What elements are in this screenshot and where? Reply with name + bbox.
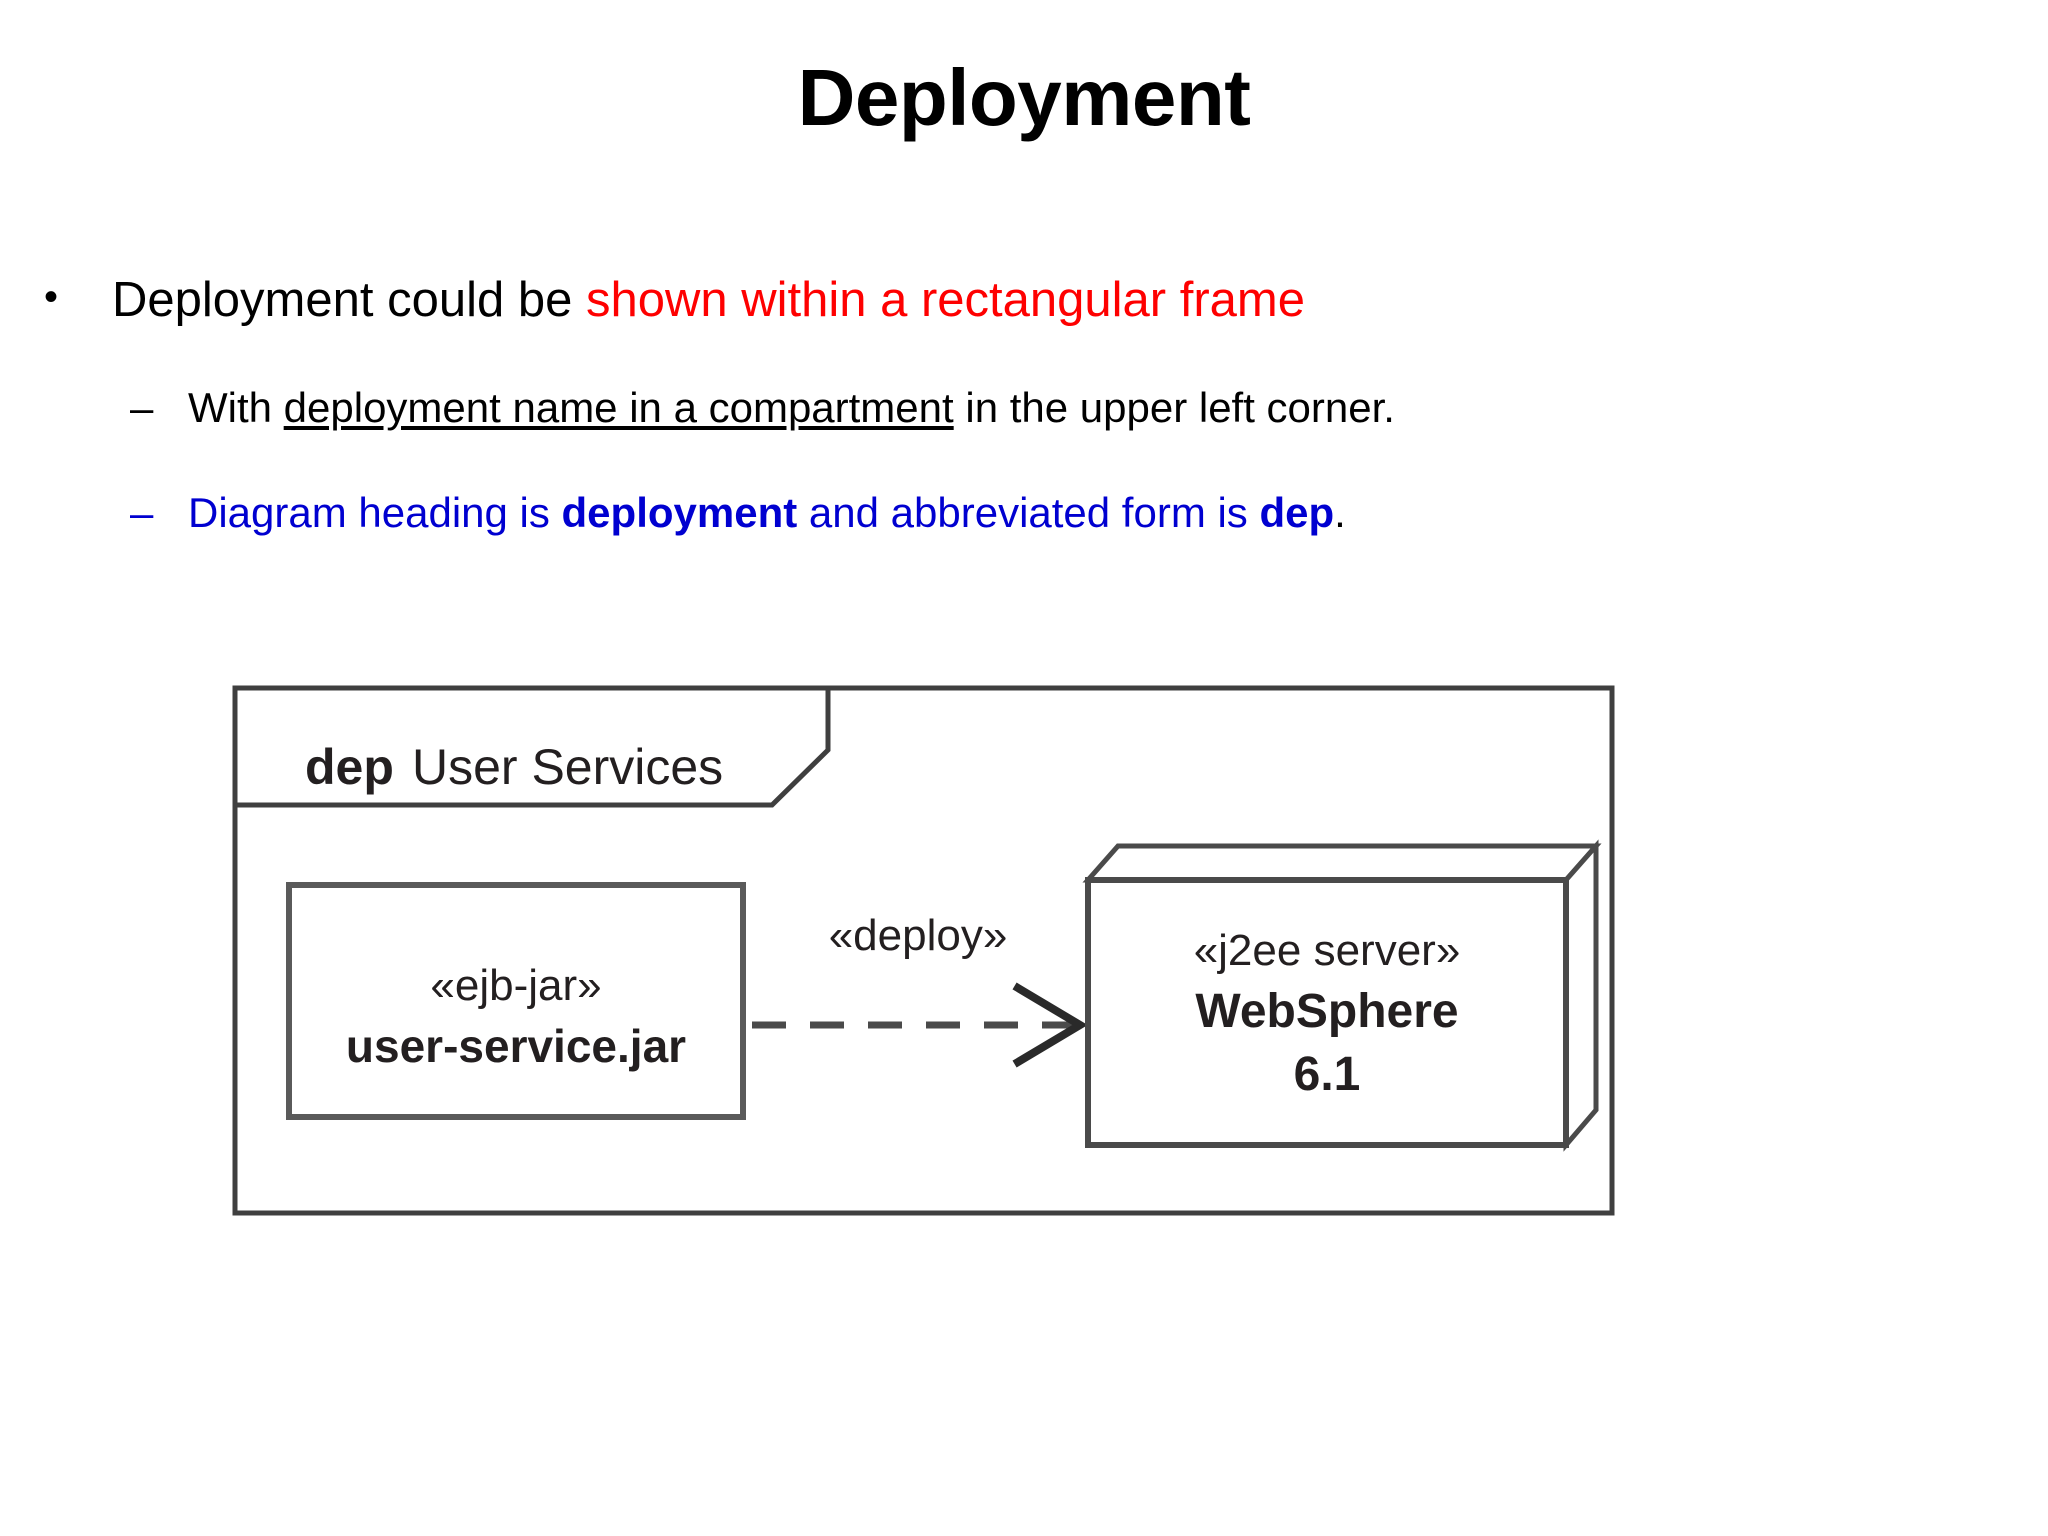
bullet3-segment-period: . [1334,489,1346,536]
bullet1-segment-plain: Deployment could be [112,273,586,327]
device-version-label: 6.1 [1294,1048,1361,1101]
frame-name-compartment-tab [232,685,831,808]
connector-stereotype-label: «deploy» [829,911,1008,960]
bullet2-segment-plain: With [188,384,284,431]
bullet3-segment-keyword-deployment: deployment [561,489,798,536]
node-j2ee-server-device: «j2ee server» WebSphere 6.1 [1082,839,1602,1152]
deploy-dependency-connector: «deploy» [752,911,1088,1068]
device-name-label: WebSphere [1195,985,1458,1038]
artifact-stereotype-label: «ejb-jar» [430,961,601,1010]
bullet-marker-dot: • [44,275,59,319]
node-ejb-jar-artifact: «ejb-jar» user-service.jar [286,882,746,1120]
frame-name-label: User Services [412,739,723,795]
device-box-front-face [1085,877,1569,1148]
bullet2-segment-underlined: deployment name in a compartment [283,384,954,431]
bullet-level2-name-compartment: – With deployment name in a compartment … [130,384,1930,432]
artifact-name-label: user-service.jar [346,1020,686,1072]
bullet1-segment-highlight: shown within a rectangular frame [585,273,1305,327]
artifact-box [286,882,746,1120]
device-box-right-face [1563,839,1599,1152]
bullet-level2-text: With deployment name in a compartment in… [188,384,1930,432]
bullet-level2-text: Diagram heading is deployment and abbrev… [188,489,1930,537]
device-box-top-face [1082,843,1602,883]
bullet3-segment-keyword-dep: dep [1259,489,1335,536]
bullet2-segment-tail: in the upper left corner. [953,384,1395,431]
bullet-level1: • Deployment could be shown within a rec… [36,272,1936,328]
frame-border [232,685,1615,1216]
bullet-level1-text: Deployment could be shown within a recta… [112,272,1936,328]
connector-open-arrowhead [1012,982,1088,1068]
bullet3-segment-plain: Diagram heading is [188,489,562,536]
device-stereotype-label: «j2ee server» [1194,926,1461,975]
page-title: Deployment [797,53,1251,142]
bullet-marker-dash: – [130,489,154,536]
deployment-frame [232,685,1615,1216]
bullet-level2-heading-keyword: – Diagram heading is deployment and abbr… [130,489,1930,537]
bullet-marker-dash: – [130,384,154,431]
bullet3-segment-mid: and abbreviated form is [797,489,1260,536]
frame-keyword-label: dep [305,739,394,795]
